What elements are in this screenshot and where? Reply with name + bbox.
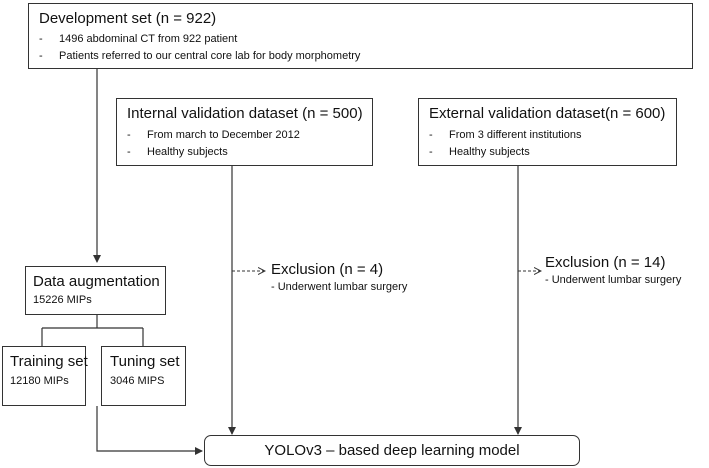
external-bullet-1: - From 3 different institutions <box>429 127 676 144</box>
development-set-title: Development set (n = 922) <box>39 10 217 27</box>
development-bullet-2: - Patients referred to our central core l… <box>39 48 692 65</box>
data-augmentation-count: 15226 MIPs <box>33 294 92 306</box>
tuning-set-title: Tuning set <box>110 353 180 370</box>
exclusion-external-title: Exclusion (n = 14) <box>545 254 666 271</box>
internal-bullet-1: - From march to December 2012 <box>127 127 372 144</box>
external-validation-box: External validation dataset(n = 600) - Fr… <box>418 98 677 166</box>
training-set-box: Training set 12180 MIPs <box>2 346 88 406</box>
internal-bullet-2: - Healthy subjects <box>127 144 372 161</box>
internal-bullet-2-text: Healthy subjects <box>147 146 228 158</box>
exclusion-external-note: - Underwent lumbar surgery <box>545 274 682 286</box>
internal-validation-box: Internal validation dataset (n = 500) - F… <box>116 98 373 166</box>
tuning-set-count: 3046 MIPS <box>110 375 165 387</box>
training-set-count: 12180 MIPs <box>10 375 69 387</box>
data-augmentation-box: Data augmentation 15226 MIPs <box>25 266 166 315</box>
external-validation-title: External validation dataset(n = 600) <box>429 105 666 122</box>
yolo-model-title: YOLOv3 – based deep learning model <box>264 441 520 459</box>
exclusion-external: Exclusion (n = 14) - Underwent lumbar su… <box>545 254 681 288</box>
training-set-title: Training set <box>10 353 88 370</box>
external-bullet-1-text: From 3 different institutions <box>449 129 582 141</box>
bullet-dash: - <box>429 146 433 158</box>
arrow-training-to-model <box>96 406 203 455</box>
bullet-dash: - <box>429 129 433 141</box>
internal-validation-title: Internal validation dataset (n = 500) <box>127 105 363 122</box>
bullet-dash: - <box>127 129 131 141</box>
exclusion-internal-title: Exclusion (n = 4) <box>271 261 384 278</box>
yolo-model-box: YOLOv3 – based deep learning model <box>204 435 580 466</box>
exclusion-internal: Exclusion (n = 4) - Underwent lumbar sur… <box>271 261 407 295</box>
tuning-set-box: Tuning set 3046 MIPS <box>101 346 186 406</box>
development-bullet-1: - 1496 abdominal CT from 922 patient <box>39 31 692 48</box>
external-bullet-2-text: Healthy subjects <box>449 146 530 158</box>
development-set-box: Development set (n = 922) - 1496 abdomina… <box>28 3 693 69</box>
data-augmentation-title: Data augmentation <box>33 273 160 290</box>
exclusion-internal-note: - Underwent lumbar surgery <box>271 281 408 293</box>
bullet-dash: - <box>39 50 43 62</box>
bullet-dash: - <box>39 33 43 45</box>
internal-bullet-1-text: From march to December 2012 <box>147 129 300 141</box>
development-bullet-2-text: Patients referred to our central core la… <box>59 50 361 62</box>
bullet-dash: - <box>127 146 131 158</box>
development-bullet-1-text: 1496 abdominal CT from 922 patient <box>59 33 238 45</box>
external-bullet-2: - Healthy subjects <box>429 144 676 161</box>
